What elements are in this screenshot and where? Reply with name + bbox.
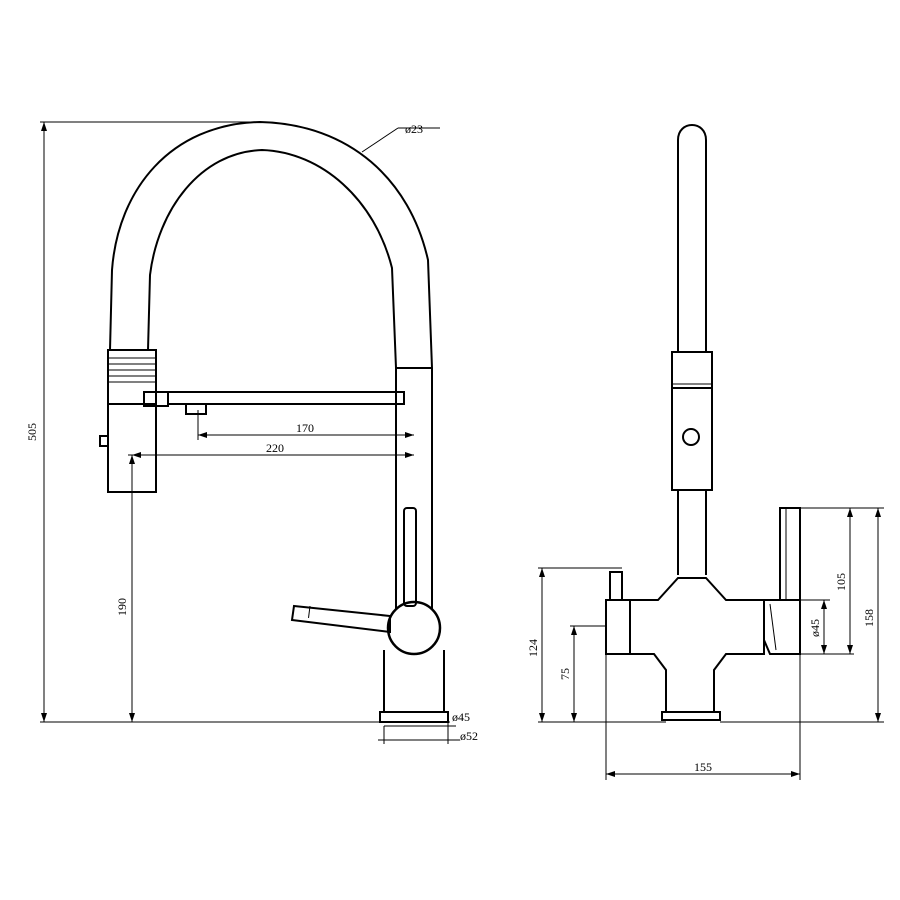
faucet-base: [379, 711, 449, 723]
dim-label-75: 75: [558, 668, 572, 680]
side-spout-tube: [677, 124, 707, 352]
dim-label-220: 220: [266, 441, 284, 455]
side-base: [661, 711, 721, 721]
lever-handle: [290, 600, 442, 656]
side-right-handle: [763, 507, 801, 655]
side-left-knob: [609, 571, 623, 601]
dimension-220: 220: [128, 441, 414, 458]
pull-down-hose: [109, 120, 433, 369]
dim-label-base-outer: ø52: [460, 729, 478, 743]
faucet-body: [383, 367, 445, 712]
dimension-handle-diameter: ø45: [800, 599, 830, 655]
spout-holder-arm: [143, 391, 405, 415]
side-stem: [677, 490, 707, 575]
side-collar: [671, 351, 713, 389]
dim-label-155: 155: [694, 760, 712, 774]
dim-label-158: 158: [862, 609, 876, 627]
dimension-75: 75: [558, 625, 606, 722]
side-body: [605, 577, 765, 713]
dimension-105: 105: [800, 507, 884, 655]
dim-label-124: 124: [526, 639, 540, 657]
dim-label-170: 170: [296, 421, 314, 435]
front-view: 505 ø23: [25, 120, 478, 744]
dimension-hose-diameter: ø23: [361, 122, 440, 153]
dim-label-505: 505: [25, 423, 39, 441]
dim-label-handle-diameter: ø45: [808, 619, 822, 637]
dimension-124: 124: [526, 567, 666, 723]
dimension-base-diameters: ø45 ø52: [378, 710, 478, 744]
spray-head: [99, 349, 157, 493]
dimension-158: 158: [720, 508, 884, 723]
dimension-190: 190: [115, 455, 135, 722]
dim-label-base-inner: ø45: [452, 710, 470, 724]
secondary-lever: [403, 507, 417, 607]
dim-label-hose-diameter: ø23: [405, 122, 423, 136]
dim-label-190: 190: [115, 598, 129, 616]
dimension-155: 155: [605, 654, 801, 780]
side-view: 124 75 155 ø45: [526, 124, 884, 780]
dim-label-105: 105: [834, 573, 848, 591]
dimension-170: 170: [197, 410, 414, 440]
side-spray-head: [671, 387, 713, 491]
